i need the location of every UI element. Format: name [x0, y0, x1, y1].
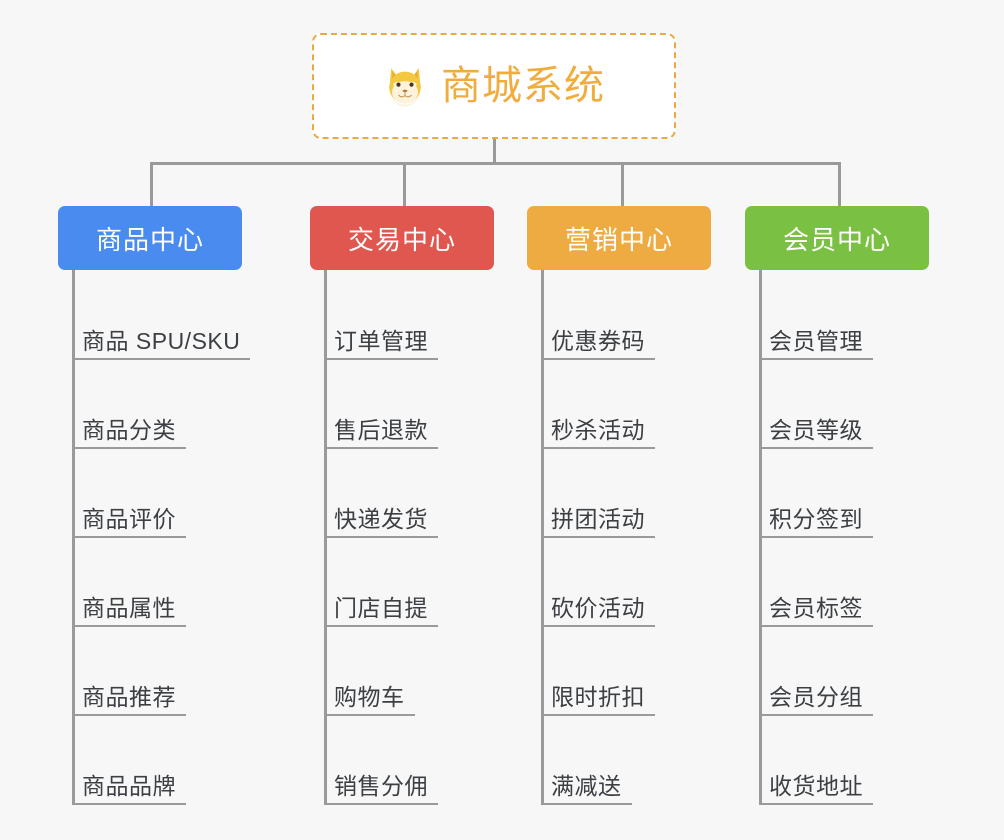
- leaf-item-label: 会员分组: [769, 683, 863, 710]
- leaf-item-label: 优惠券码: [551, 327, 645, 354]
- leaf-item-label: 拼团活动: [551, 505, 645, 532]
- root-label: 商城系统: [441, 64, 605, 108]
- leaf-item-label: 快递发货: [334, 505, 428, 532]
- leaf-item-label: 门店自提: [334, 594, 428, 621]
- leaf-item-label: 限时折扣: [551, 683, 645, 710]
- leaf-item-trade-3[interactable]: 快递发货: [324, 492, 438, 538]
- leaf-item-marketing-1[interactable]: 优惠券码: [541, 314, 655, 360]
- leaf-item-label: 商品评价: [82, 505, 176, 532]
- leaf-item-member-5[interactable]: 会员分组: [759, 670, 873, 716]
- leaf-item-label: 商品 SPU/SKU: [82, 327, 241, 354]
- branch-drop-connector-4: [838, 162, 841, 208]
- root-stem-connector: [493, 139, 496, 165]
- leaf-item-label: 会员等级: [769, 416, 863, 443]
- leaf-item-label: 售后退款: [334, 416, 428, 443]
- leaf-item-label: 会员管理: [769, 327, 863, 354]
- branch-drop-connector-3: [621, 162, 624, 208]
- leaf-item-product-3[interactable]: 商品评价: [72, 492, 186, 538]
- leaf-item-member-3[interactable]: 积分签到: [759, 492, 873, 538]
- leaf-item-member-6[interactable]: 收货地址: [759, 759, 873, 805]
- leaf-item-member-2[interactable]: 会员等级: [759, 403, 873, 449]
- leaf-item-marketing-4[interactable]: 砍价活动: [541, 581, 655, 627]
- leaf-item-label: 商品品牌: [82, 772, 176, 799]
- branch-drop-connector-2: [403, 162, 406, 208]
- leaf-item-label: 会员标签: [769, 594, 863, 621]
- leaf-item-label: 商品推荐: [82, 683, 176, 710]
- branch-header-product[interactable]: 商品中心: [58, 206, 242, 270]
- leaf-item-product-4[interactable]: 商品属性: [72, 581, 186, 627]
- leaf-item-trade-1[interactable]: 订单管理: [324, 314, 438, 360]
- branch-header-member[interactable]: 会员中心: [745, 206, 929, 270]
- branch-drop-connector-1: [150, 162, 153, 208]
- leaf-item-label: 订单管理: [334, 327, 428, 354]
- root-node[interactable]: 商城系统: [312, 33, 676, 139]
- leaf-item-product-2[interactable]: 商品分类: [72, 403, 186, 449]
- dog-face-icon: [389, 68, 421, 107]
- leaf-item-label: 收货地址: [769, 772, 863, 799]
- leaf-item-trade-4[interactable]: 门店自提: [324, 581, 438, 627]
- leaf-item-marketing-3[interactable]: 拼团活动: [541, 492, 655, 538]
- leaf-item-trade-5[interactable]: 购物车: [324, 670, 415, 716]
- branch-header-trade[interactable]: 交易中心: [310, 206, 494, 270]
- leaf-item-label: 商品分类: [82, 416, 176, 443]
- branch-header-marketing[interactable]: 营销中心: [527, 206, 711, 270]
- leaf-item-product-5[interactable]: 商品推荐: [72, 670, 186, 716]
- leaf-item-marketing-6[interactable]: 满减送: [541, 759, 632, 805]
- leaf-item-trade-2[interactable]: 售后退款: [324, 403, 438, 449]
- leaf-item-member-1[interactable]: 会员管理: [759, 314, 873, 360]
- leaf-item-member-4[interactable]: 会员标签: [759, 581, 873, 627]
- leaf-item-label: 商品属性: [82, 594, 176, 621]
- leaf-item-trade-6[interactable]: 销售分佣: [324, 759, 438, 805]
- leaf-item-label: 满减送: [551, 772, 622, 799]
- branch-bus-connector: [150, 162, 840, 165]
- leaf-item-product-6[interactable]: 商品品牌: [72, 759, 186, 805]
- leaf-item-marketing-2[interactable]: 秒杀活动: [541, 403, 655, 449]
- leaf-item-label: 砍价活动: [551, 594, 645, 621]
- leaf-item-label: 积分签到: [769, 505, 863, 532]
- leaf-item-label: 秒杀活动: [551, 416, 645, 443]
- leaf-item-label: 销售分佣: [334, 772, 428, 799]
- leaf-item-marketing-5[interactable]: 限时折扣: [541, 670, 655, 716]
- leaf-item-product-1[interactable]: 商品 SPU/SKU: [72, 314, 251, 360]
- leaf-item-label: 购物车: [334, 683, 405, 710]
